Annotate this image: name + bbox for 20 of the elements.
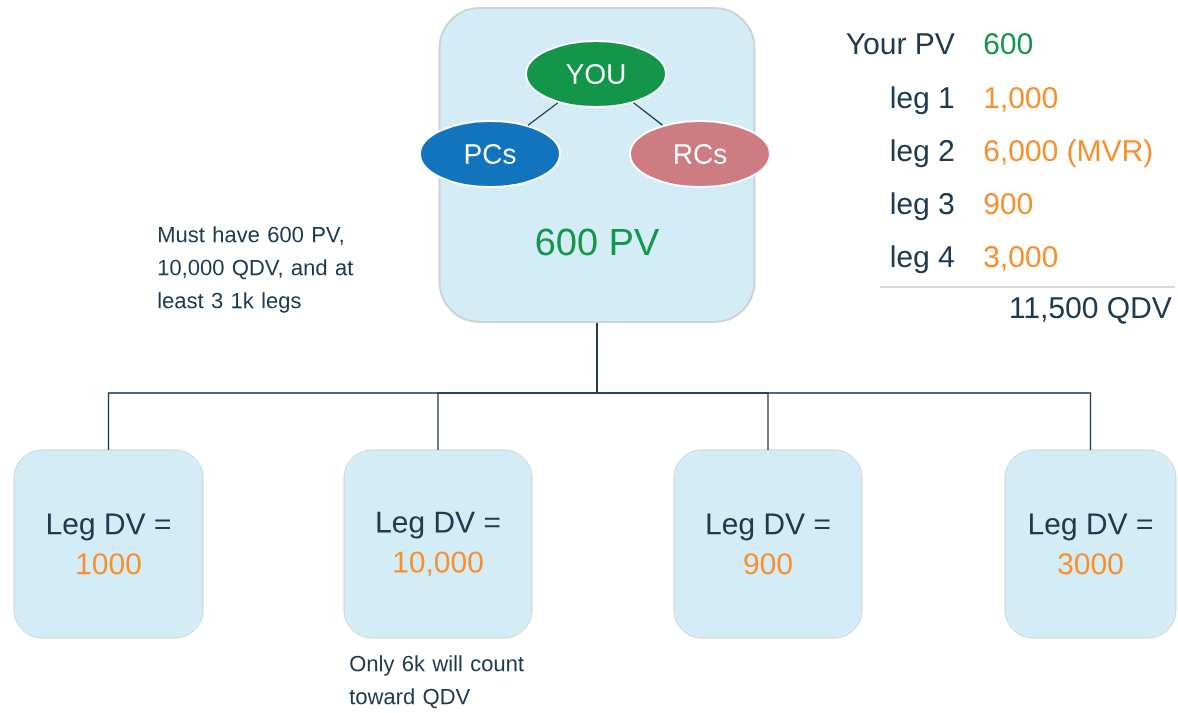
leg-box: Leg DV = 3000 [1004, 449, 1177, 639]
row-value: 1,000 [985, 87, 1058, 112]
note-text: Only 6k will count toward QDV [349, 655, 524, 709]
row-label: leg 2 [891, 139, 954, 168]
total-value: 11,500 QDV [1011, 297, 1172, 324]
row-label: leg 3 [891, 192, 954, 221]
connector-line [632, 102, 664, 126]
row-value: 6,000 (MVR) [984, 139, 1152, 168]
row-label: leg 1 [891, 86, 954, 115]
leg-box: Leg DV = 900 [673, 449, 863, 639]
connector-line [596, 322, 1092, 451]
row-value: 600 [984, 33, 1033, 55]
leg-box: Leg DV = 1000 [13, 449, 204, 639]
row-label: Your PV [846, 33, 955, 55]
note-text: Must have 600 PV, 10,000 QDV, and at least 3 1k legs [158, 226, 354, 313]
row-value: 3,000 [984, 246, 1058, 271]
leg-box: Leg DV = 10,000 [343, 449, 533, 639]
row-label: leg 4 [891, 245, 954, 274]
row-value: 900 [984, 193, 1033, 215]
connector-line [527, 102, 559, 126]
